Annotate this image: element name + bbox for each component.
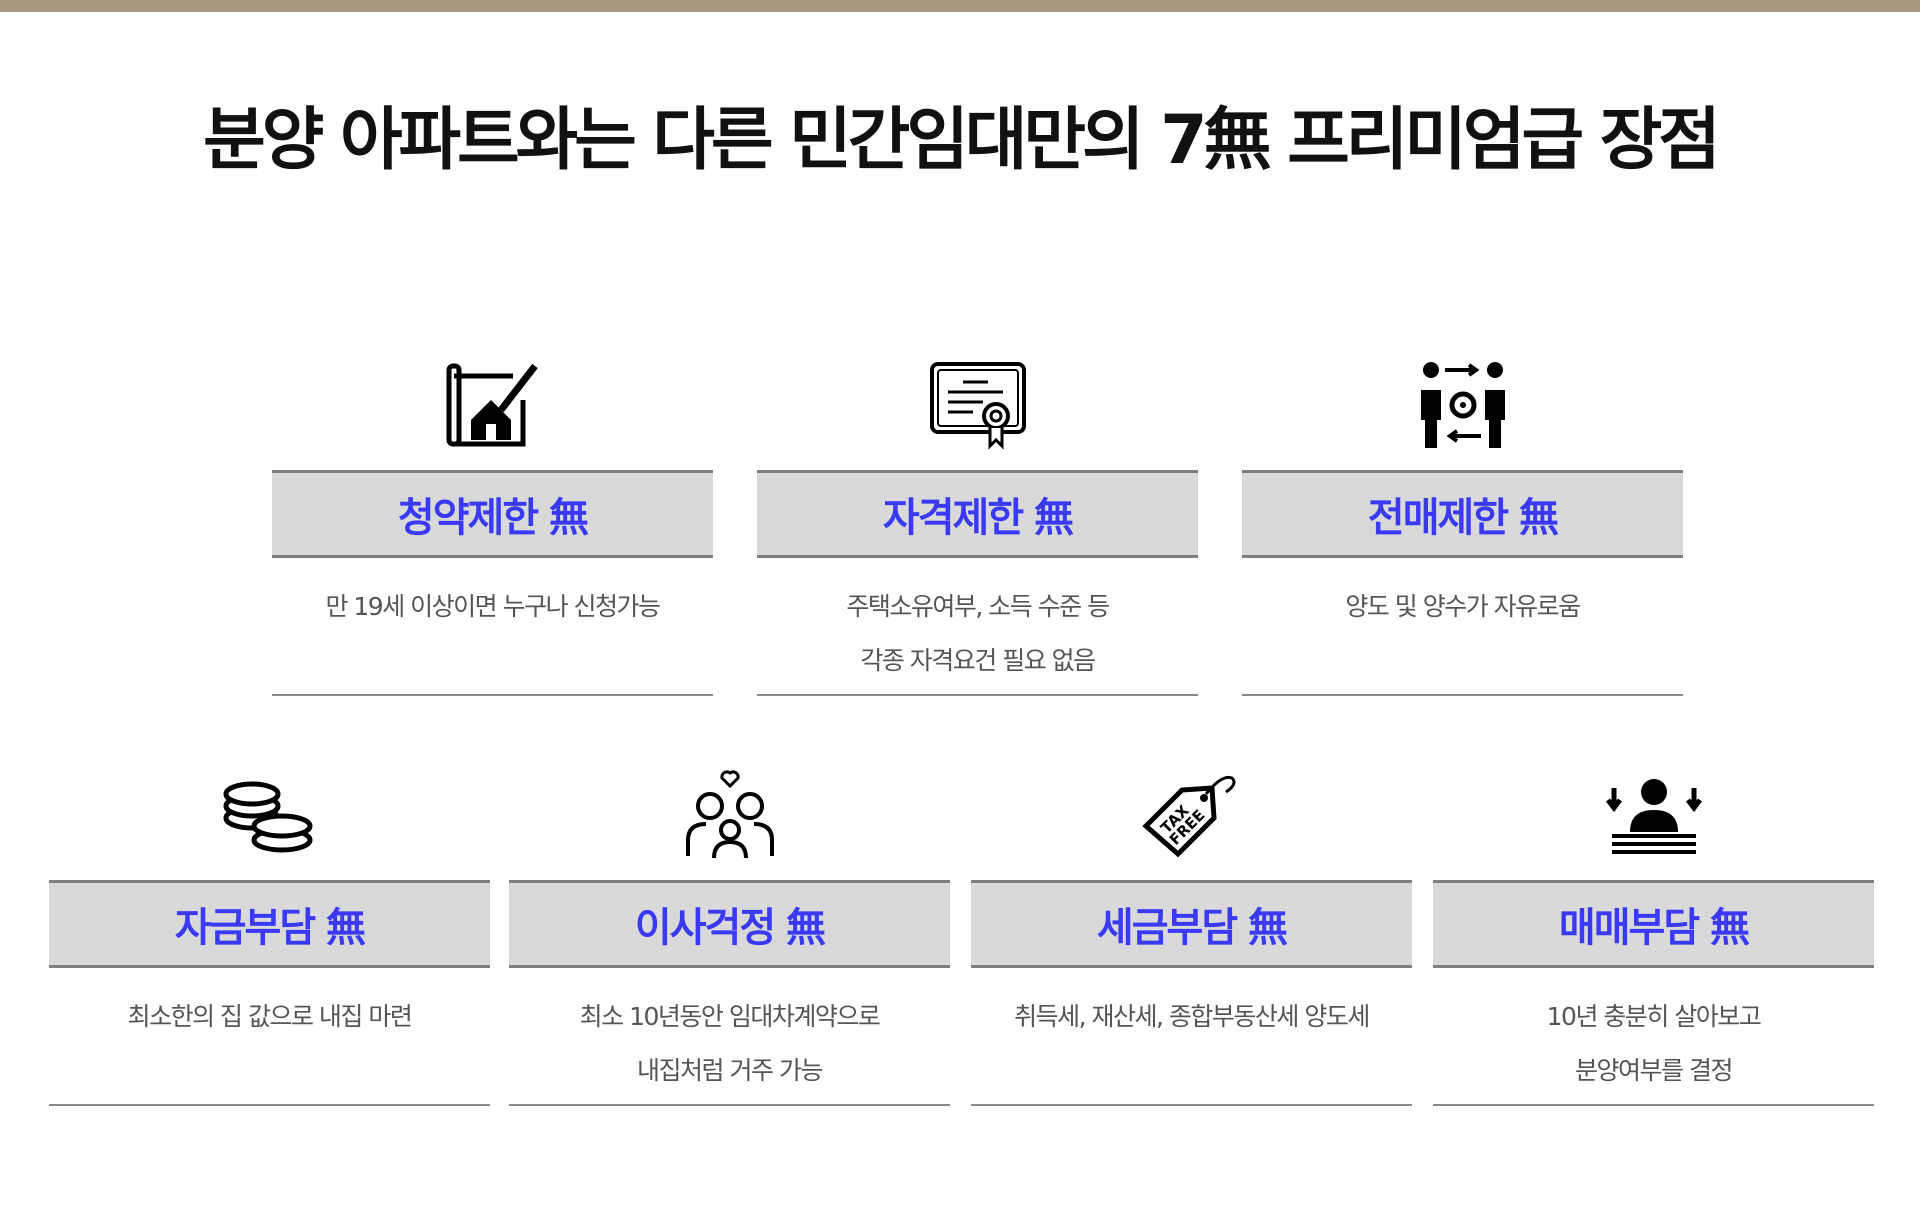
- divider: [272, 694, 713, 696]
- description-line: 내집처럼 거주 가능: [637, 1056, 823, 1085]
- divider: [757, 694, 1198, 696]
- family-icon: [680, 770, 780, 860]
- divider: [49, 1104, 490, 1106]
- feature-heading: 이사걱정 無: [509, 880, 950, 968]
- house-blueprint-pencil-icon: [443, 360, 543, 450]
- feature-heading: 전매제한 無: [1242, 470, 1683, 558]
- top-accent-bar: [0, 0, 1920, 12]
- description-line: 취득세, 재산세, 종합부동산세 양도세: [1014, 1002, 1370, 1031]
- feature-heading: 자금부담 無: [49, 880, 490, 968]
- businessman-desk-icon: [1604, 770, 1704, 860]
- feature-description: 최소한의 집 값으로 내집 마련: [49, 990, 490, 1044]
- page-title: 분양 아파트와는 다른 민간임대만의 7無 프리미엄급 장점: [203, 101, 1721, 180]
- divider: [1433, 1104, 1874, 1106]
- description-line: 10년 충분히 살아보고: [1546, 1002, 1762, 1031]
- divider: [971, 1104, 1412, 1106]
- feature-description: 취득세, 재산세, 종합부동산세 양도세: [971, 990, 1412, 1044]
- feature-description: 만 19세 이상이면 누구나 신청가능: [272, 580, 713, 634]
- description-line: 각종 자격요건 필요 없음: [860, 646, 1096, 675]
- description-line: 최소한의 집 값으로 내집 마련: [127, 1002, 413, 1031]
- divider: [509, 1104, 950, 1106]
- certificate-icon: [928, 360, 1028, 450]
- feature-description: 양도 및 양수가 자유로움: [1242, 580, 1683, 634]
- description-line: 양도 및 양수가 자유로움: [1345, 592, 1581, 621]
- description-line: 분양여부를 결정: [1575, 1056, 1733, 1085]
- feature-heading: 세금부담 無: [971, 880, 1412, 968]
- feature-heading: 청약제한 無: [272, 470, 713, 558]
- description-line: 주택소유여부, 소득 수준 등: [846, 592, 1110, 621]
- description-line: 최소 10년동안 임대차계약으로: [579, 1002, 881, 1031]
- divider: [1242, 694, 1683, 696]
- coins-icon: [220, 770, 320, 860]
- feature-heading: 매매부담 無: [1433, 880, 1874, 968]
- people-exchange-icon: [1413, 360, 1513, 450]
- description-line: 만 19세 이상이면 누구나 신청가능: [325, 592, 661, 621]
- feature-heading: 자격제한 無: [757, 470, 1198, 558]
